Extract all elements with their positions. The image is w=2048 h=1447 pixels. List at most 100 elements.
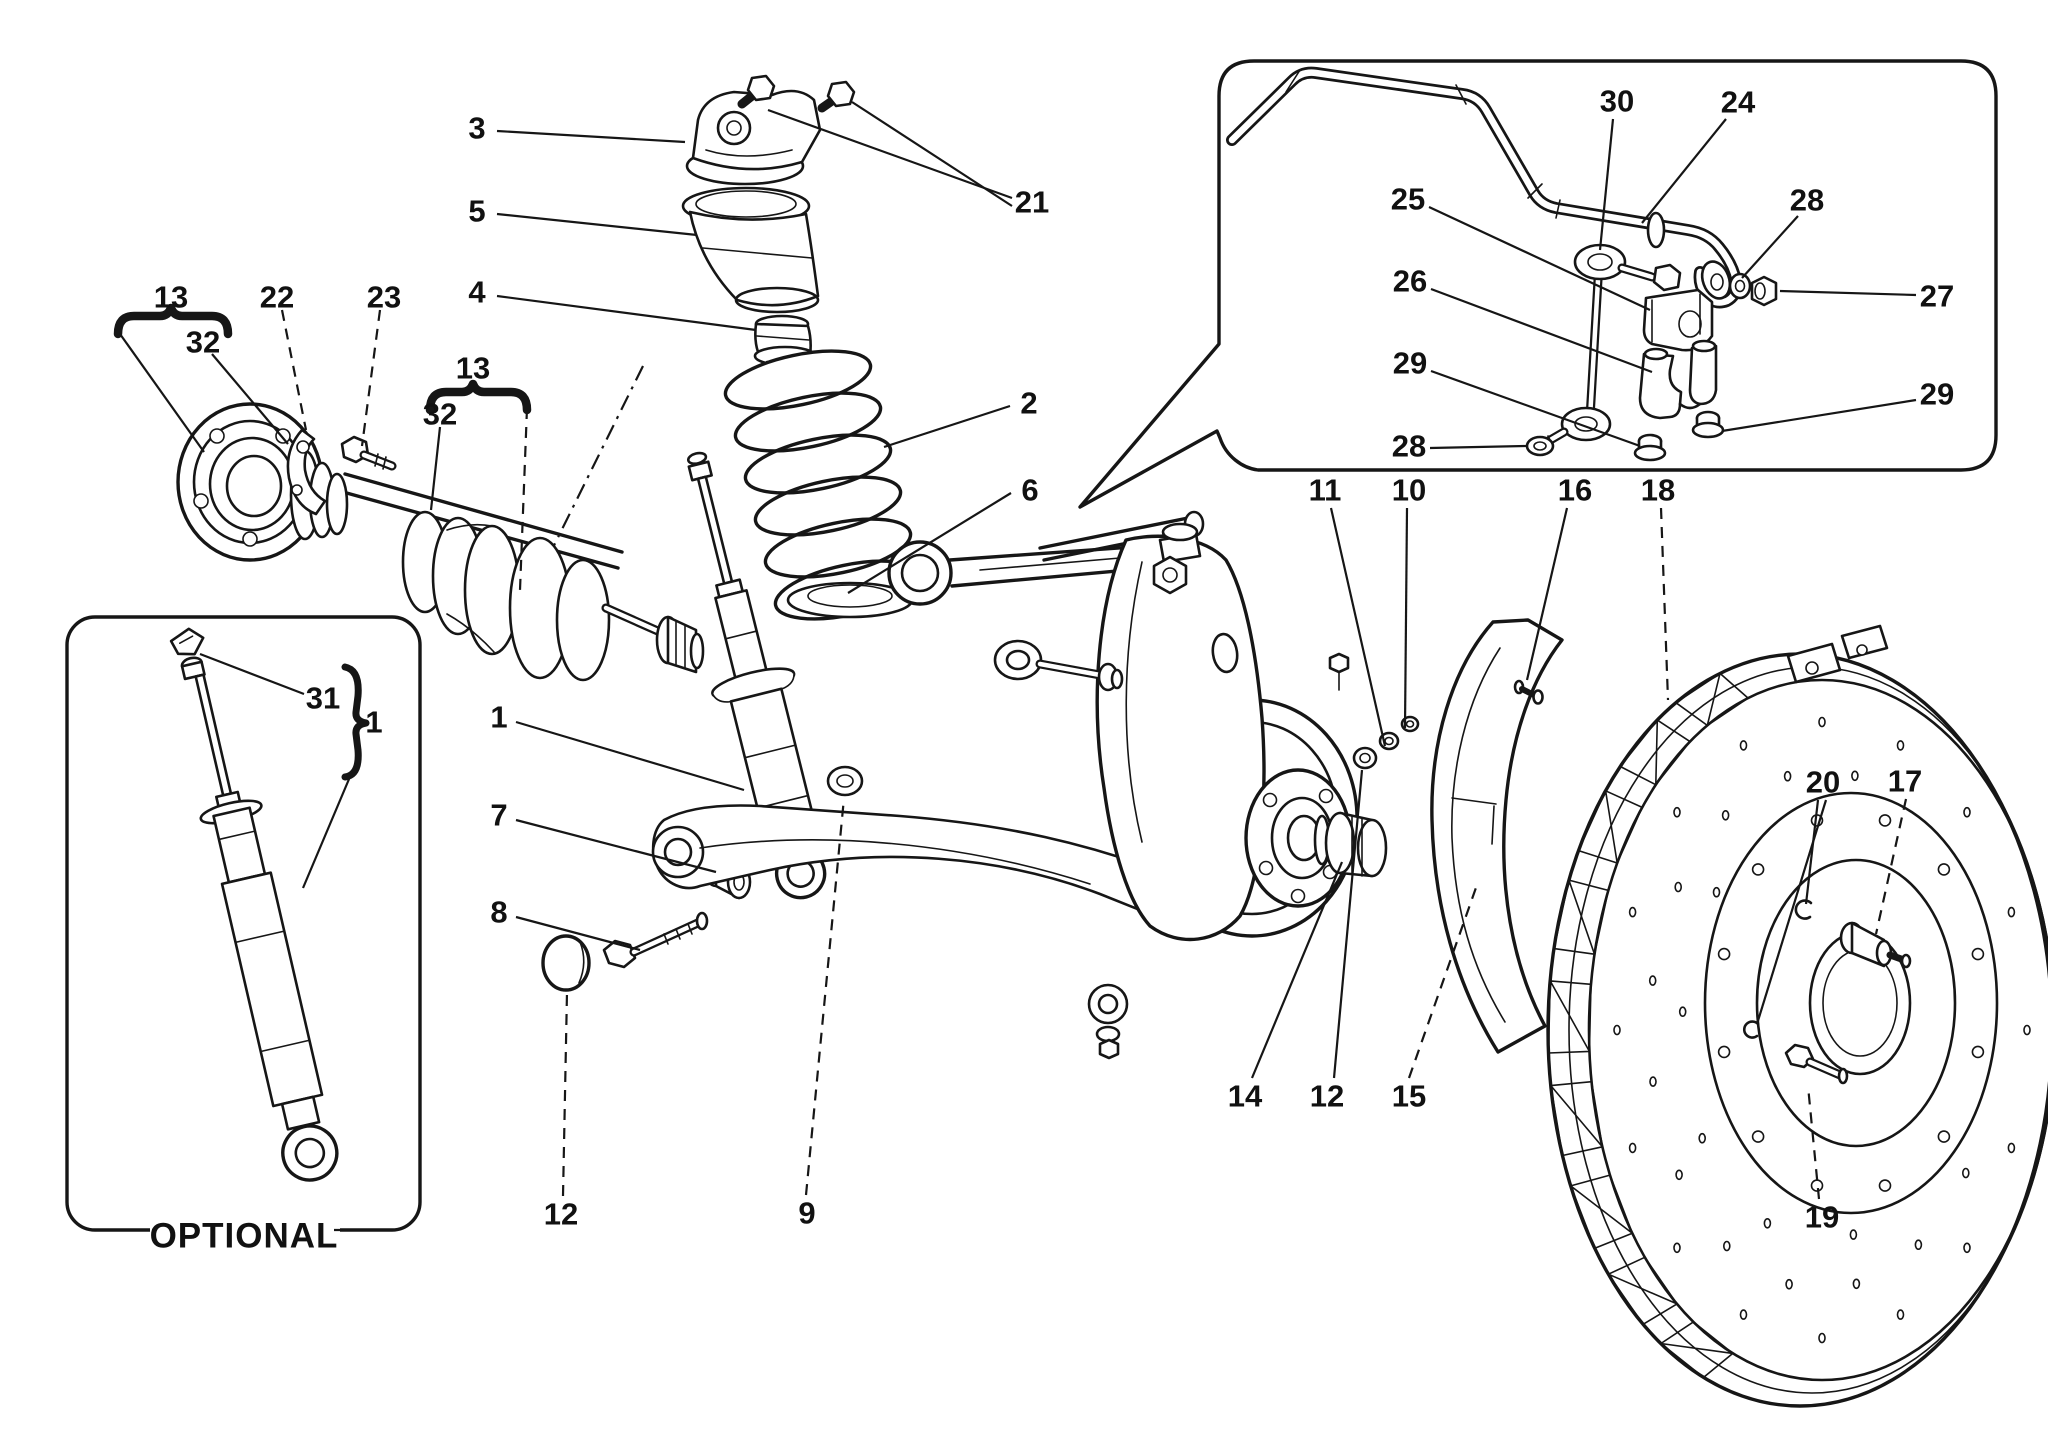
part-number-13-mid: 13 <box>456 351 490 386</box>
callout-10: 10 <box>1392 473 1426 729</box>
callout-32-left: 32 <box>186 325 289 445</box>
disc-drill-hole <box>1674 881 1682 893</box>
washer-28-top <box>1728 272 1752 300</box>
disc-drill-hole <box>1851 770 1859 782</box>
callout-11: 11 <box>1309 473 1387 747</box>
disc-drill-hole <box>1648 975 1657 986</box>
washer-9 <box>826 765 864 797</box>
washer-28-bottom <box>1525 435 1555 457</box>
callout-12-bottom-left: 12 <box>544 991 578 1232</box>
disc-drill-hole <box>1723 1240 1731 1252</box>
part-number-18: 18 <box>1641 473 1675 508</box>
disc-drill-hole <box>1785 1278 1793 1290</box>
disc-drill-hole <box>1698 1132 1706 1144</box>
disc-vent-slot <box>1547 980 1592 1054</box>
bracket-13-left <box>113 303 233 339</box>
part-number-23: 23 <box>367 280 401 315</box>
leader-line-3 <box>496 129 686 144</box>
part-number-29-right: 29 <box>1920 377 1954 412</box>
callout-27: 27 <box>1779 279 1954 314</box>
washers-10-11-12 <box>1352 715 1420 770</box>
disc-drill-hole <box>2023 1024 2031 1036</box>
disc-top-hardware <box>1786 624 1889 684</box>
callout-2: 2 <box>883 386 1038 449</box>
callout-9: 9 <box>798 797 846 1231</box>
drive-shaft <box>176 402 705 682</box>
callout-28-top: 28 <box>1741 183 1824 279</box>
brake-disc <box>1546 624 2048 1408</box>
disc-mounting-bolt <box>1971 1045 1985 1059</box>
callout-5: 5 <box>468 194 698 237</box>
leader-line-15 <box>1407 881 1480 1079</box>
disc-drill-hole <box>2007 1142 2016 1154</box>
disc-drill-hole <box>1783 770 1792 782</box>
leader-line-11 <box>1329 507 1387 747</box>
shock-upper-mount <box>685 74 856 186</box>
leader-line-32-left <box>211 353 289 445</box>
coil-spring <box>723 349 923 621</box>
stabilizer-clamp-26 <box>1638 339 1718 420</box>
part-number-1: 1 <box>490 700 507 735</box>
callout-30: 30 <box>1598 84 1634 251</box>
part-number-12-bottom-left: 12 <box>544 1197 578 1232</box>
brace-optional-1 <box>341 663 370 781</box>
part-number-32-left: 32 <box>186 325 220 360</box>
disc-hat-bolts <box>1717 814 1985 1192</box>
disc-mounting-bolt <box>1751 863 1765 876</box>
leader-line-12-bottom-left <box>561 991 569 1197</box>
disc-drill-hole <box>1896 1309 1905 1320</box>
mid-bush-and-bolt <box>993 639 1124 692</box>
knuckle <box>1095 522 1266 942</box>
disc-drill-hole <box>1628 906 1637 918</box>
leader-line-12-center <box>1332 769 1364 1079</box>
cap-12 <box>541 934 591 992</box>
leader-line-23 <box>360 309 382 447</box>
leader-line-24 <box>1641 118 1727 224</box>
optional-shock-absorber <box>169 627 339 1182</box>
disc-drill-hole <box>1818 1332 1826 1344</box>
leader-line-1 <box>515 720 745 792</box>
disc-drill-hole <box>1712 886 1721 898</box>
disc-drill-hole <box>1849 1229 1858 1240</box>
leader-line-9 <box>804 797 846 1196</box>
flanged-nut-29-left <box>1633 433 1667 462</box>
mount-bolt-a <box>737 74 776 109</box>
part-number-20: 20 <box>1806 765 1840 800</box>
part-number-11: 11 <box>1309 473 1342 508</box>
part-number-13-left: 13 <box>154 280 188 315</box>
callout-20: 20 <box>1755 765 1840 1025</box>
spring-lower-seat <box>786 581 914 619</box>
disc-drill-hole <box>1852 1278 1861 1290</box>
part-number-3: 3 <box>468 111 485 146</box>
disc-drill-hole <box>1739 740 1748 751</box>
disc-vent-slot <box>1553 879 1610 955</box>
disc-drill-hole <box>1739 1309 1748 1320</box>
pin-16 <box>1513 679 1544 705</box>
leader-line-22 <box>280 309 308 431</box>
disc-mounting-bolt <box>1971 947 1985 961</box>
part-number-28-bottom: 28 <box>1392 429 1426 464</box>
leader-line-16 <box>1525 507 1569 681</box>
leader-line-4 <box>496 294 757 332</box>
leader-line-14 <box>1250 861 1344 1079</box>
callout-25: 25 <box>1391 182 1651 311</box>
disc-mounting-bolt <box>1717 947 1731 961</box>
bolt-19 <box>1784 1043 1849 1085</box>
cv-boot-right <box>401 510 705 682</box>
part-number-9: 9 <box>798 1196 815 1231</box>
part-number-1-optional: 1 <box>365 705 382 740</box>
part-number-26: 26 <box>1393 264 1427 299</box>
part-number-14: 14 <box>1228 1079 1263 1114</box>
callout-18: 18 <box>1641 473 1675 701</box>
part-number-24: 24 <box>1721 85 1756 120</box>
disc-mounting-bolt <box>1937 1130 1951 1143</box>
stabilizer-link-and-bushes <box>1525 243 1778 462</box>
dust-boot <box>681 186 820 314</box>
leader-line-26 <box>1430 287 1653 374</box>
callout-17: 17 <box>1874 764 1922 935</box>
disc-drill-hole <box>1896 740 1905 751</box>
callout-28-bottom: 28 <box>1392 429 1527 464</box>
